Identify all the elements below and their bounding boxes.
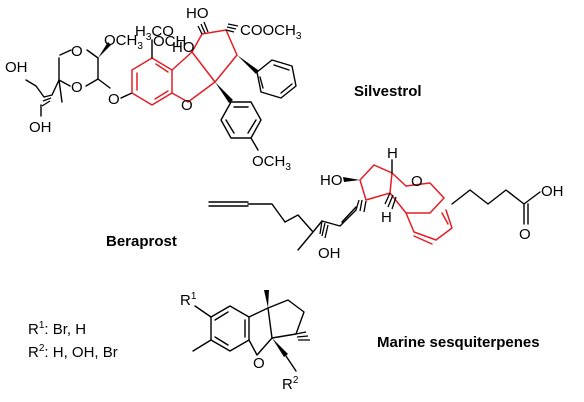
marine-r2: R2 [282,375,299,393]
silvestrol-structure: O O OCH3 O OH OH O H3CO OCH HO HO [5,5,422,173]
marine-name: Marine sesquiterpenes [377,334,540,351]
silvestrol-o-benzofuran: O [181,97,193,114]
beraprost-acid-oh: OH [541,183,564,200]
beraprost-name: Beraprost [106,233,177,250]
silvestrol-ester: COOCH3 [240,22,302,42]
silvestrol-ome-wedge [98,42,111,58]
marine-substituent-r1: R1: Br, H [28,320,87,338]
silvestrol-o-ring2: O [71,79,83,96]
marine-structure: O R1 R2 Marine sesquiterpenes [180,290,540,393]
marine-substituent-r2: R2: H, OH, Br [28,343,118,361]
silvestrol-oh-top: HO [186,5,209,22]
silvestrol-ome-left: OCH3 [104,32,143,52]
silvestrol-name: Silvestrol [354,83,422,100]
beraprost-ho: HO [320,172,343,189]
beraprost-h-bottom: H [381,209,392,226]
beraprost-acid-o: O [519,226,531,243]
beraprost-o-ring: O [411,173,423,190]
silvestrol-anisyl-wedge [215,82,233,103]
silvestrol-oh-bridge: HO [172,39,195,56]
silvestrol-h3co: H3CO [135,23,174,43]
beraprost-red-core [359,164,453,245]
marine-ch2-wedge [272,338,288,357]
silvestrol-phenyl-wedge [237,55,258,74]
silvestrol-o-ring1: O [71,43,83,60]
beraprost-structure: OH HO H H O OH O Beraprost [106,145,564,262]
silvestrol-o-link: O [108,91,120,108]
silvestrol-oh-side: OH [29,119,52,136]
marine-r1: R1 [180,291,197,309]
silvestrol-ome-bottom: OCH3 [252,153,291,173]
beraprost-h-top: H [387,145,398,162]
silvestrol-oh-chain: OH [5,59,28,76]
marine-o-ring: O [253,355,265,372]
silvestrol-phenyl-ring [256,59,297,99]
beraprost-ho-wedge [343,177,360,182]
silvestrol-anisyl-ring [220,101,262,151]
beraprost-oh-chain: OH [318,245,341,262]
marine-methyl-wedge [264,290,269,308]
silvestrol-ome-top: OCH [153,33,186,50]
marine-benzofuran-core [210,299,305,356]
